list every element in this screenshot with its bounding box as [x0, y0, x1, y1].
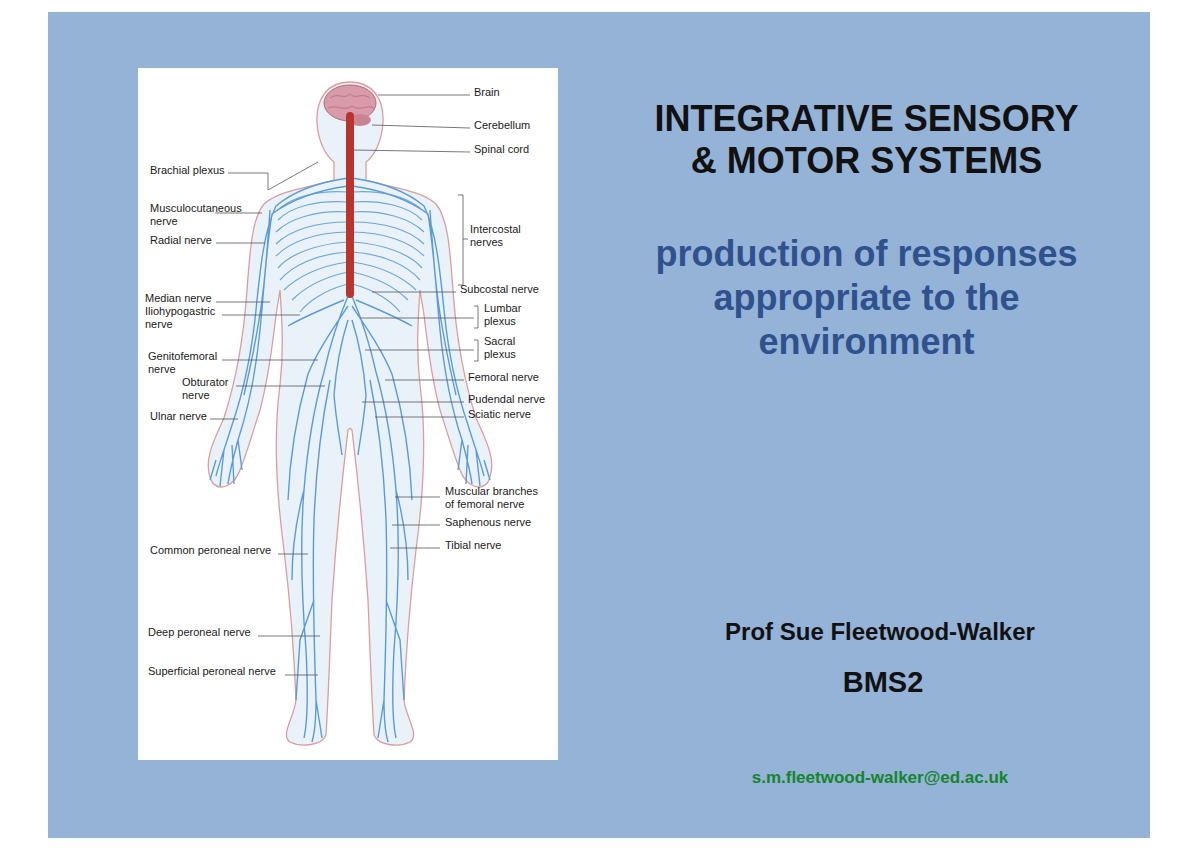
body-left — [208, 82, 350, 745]
anatomy-label: Iliohypogastric nerve — [145, 305, 230, 331]
leader-lines — [210, 95, 478, 675]
anatomy-label: Lumbar plexus — [484, 302, 534, 328]
anatomy-label: Ulnar nerve — [150, 410, 230, 423]
author-email: s.m.fleetwood-walker@ed.ac.uk — [660, 767, 1100, 789]
anatomy-label: Subcostal nerve — [460, 283, 555, 296]
anatomy-label: Brachial plexus — [150, 164, 240, 177]
author-name: Prof Sue Fleetwood-Walker — [660, 618, 1100, 646]
anatomy-label: Tibial nerve — [445, 539, 545, 552]
anatomy-label: Muscular branches of femoral nerve — [445, 485, 544, 511]
slide-background — [48, 12, 1150, 838]
anatomy-label: Superficial peroneal nerve — [148, 665, 288, 678]
anatomy-label: Radial nerve — [150, 234, 230, 247]
anatomy-label: Intercostal nerves — [470, 223, 535, 249]
anatomy-label: Sciatic nerve — [468, 408, 558, 421]
anatomy-label: Spinal cord — [474, 143, 554, 156]
illustration-panel — [138, 68, 558, 760]
anatomy-label: Median nerve — [145, 292, 225, 305]
anatomy-label: Common peroneal nerve — [150, 544, 280, 557]
spinal-cord — [346, 112, 354, 298]
anatomy-label: Saphenous nerve — [445, 516, 545, 529]
anatomy-label: Pudendal nerve — [468, 393, 558, 406]
anatomy-label: Obturator nerve — [182, 376, 247, 402]
anatomy-label: Femoral nerve — [468, 371, 558, 384]
slide-title: INTEGRATIVE SENSORY & MOTOR SYSTEMS — [644, 98, 1089, 182]
anatomy-label: Musculocutaneous nerve — [150, 202, 250, 228]
course-code: BMS2 — [733, 665, 1033, 699]
anatomy-label: Genitofemoral nerve — [148, 350, 233, 376]
anatomy-label: Brain — [474, 86, 554, 99]
anatomy-label: Deep peroneal nerve — [148, 626, 268, 639]
anatomy-label: Sacral plexus — [484, 335, 534, 361]
anatomy-label: Cerebellum — [474, 119, 554, 132]
brain-folds — [328, 94, 374, 108]
slide-subtitle: production of responses appropriate to t… — [644, 232, 1089, 364]
